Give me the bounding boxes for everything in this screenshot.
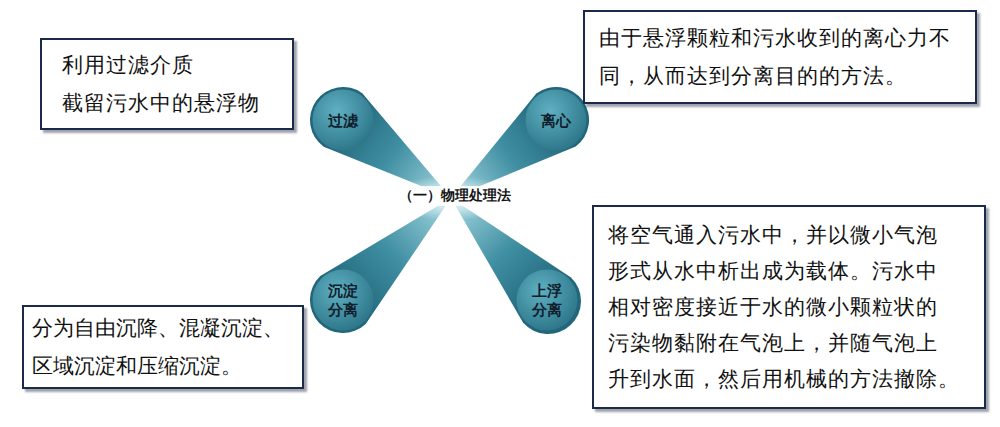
node-text: 过滤 [324,111,363,130]
node-text: 由于悬浮颗粒和污水收到的离心力不 同，从而达到分离目的的方法。 [599,19,961,95]
node-text: 将空气通入污水中，并以微小气泡 形式从水中析出成为载体。污水中 相对密度接近于水… [608,217,970,397]
category-circle: 离心 [525,89,587,151]
node-text: 分为自由沉降、混凝沉淀、 区域沉淀和压缩沉淀。 [32,309,294,385]
category-circle: 上浮 分离 [516,269,578,331]
description-box: 利用过滤介质 截留污水中的悬浮物 [40,38,294,130]
circle-shape [313,90,374,151]
circle-shape [526,90,587,151]
circle-outline [312,269,374,331]
description-box: 将空气通入污水中，并以微小气泡 形式从水中析出成为载体。污水中 相对密度接近于水… [592,205,986,409]
circle-shape [517,270,578,331]
node-text: 上浮 分离 [528,281,567,319]
node-text: 沉淀 分离 [324,281,363,319]
circle-shape [313,270,374,331]
node-text: 离心 [537,111,576,130]
description-box: 由于悬浮颗粒和污水收到的离心力不 同，从而达到分离目的的方法。 [583,10,977,104]
node-text: 利用过滤介质 截留污水中的悬浮物 [62,46,272,122]
category-circle: 沉淀 分离 [312,269,374,331]
hub-glow [381,176,521,220]
hub-label: （一）物理处理法 [395,186,515,206]
petal-group [310,87,589,334]
circle-outline [516,269,578,331]
category-circle: 过滤 [312,89,374,151]
description-box: 分为自由沉降、混凝沉淀、 区域沉淀和压缩沉淀。 [22,305,304,389]
